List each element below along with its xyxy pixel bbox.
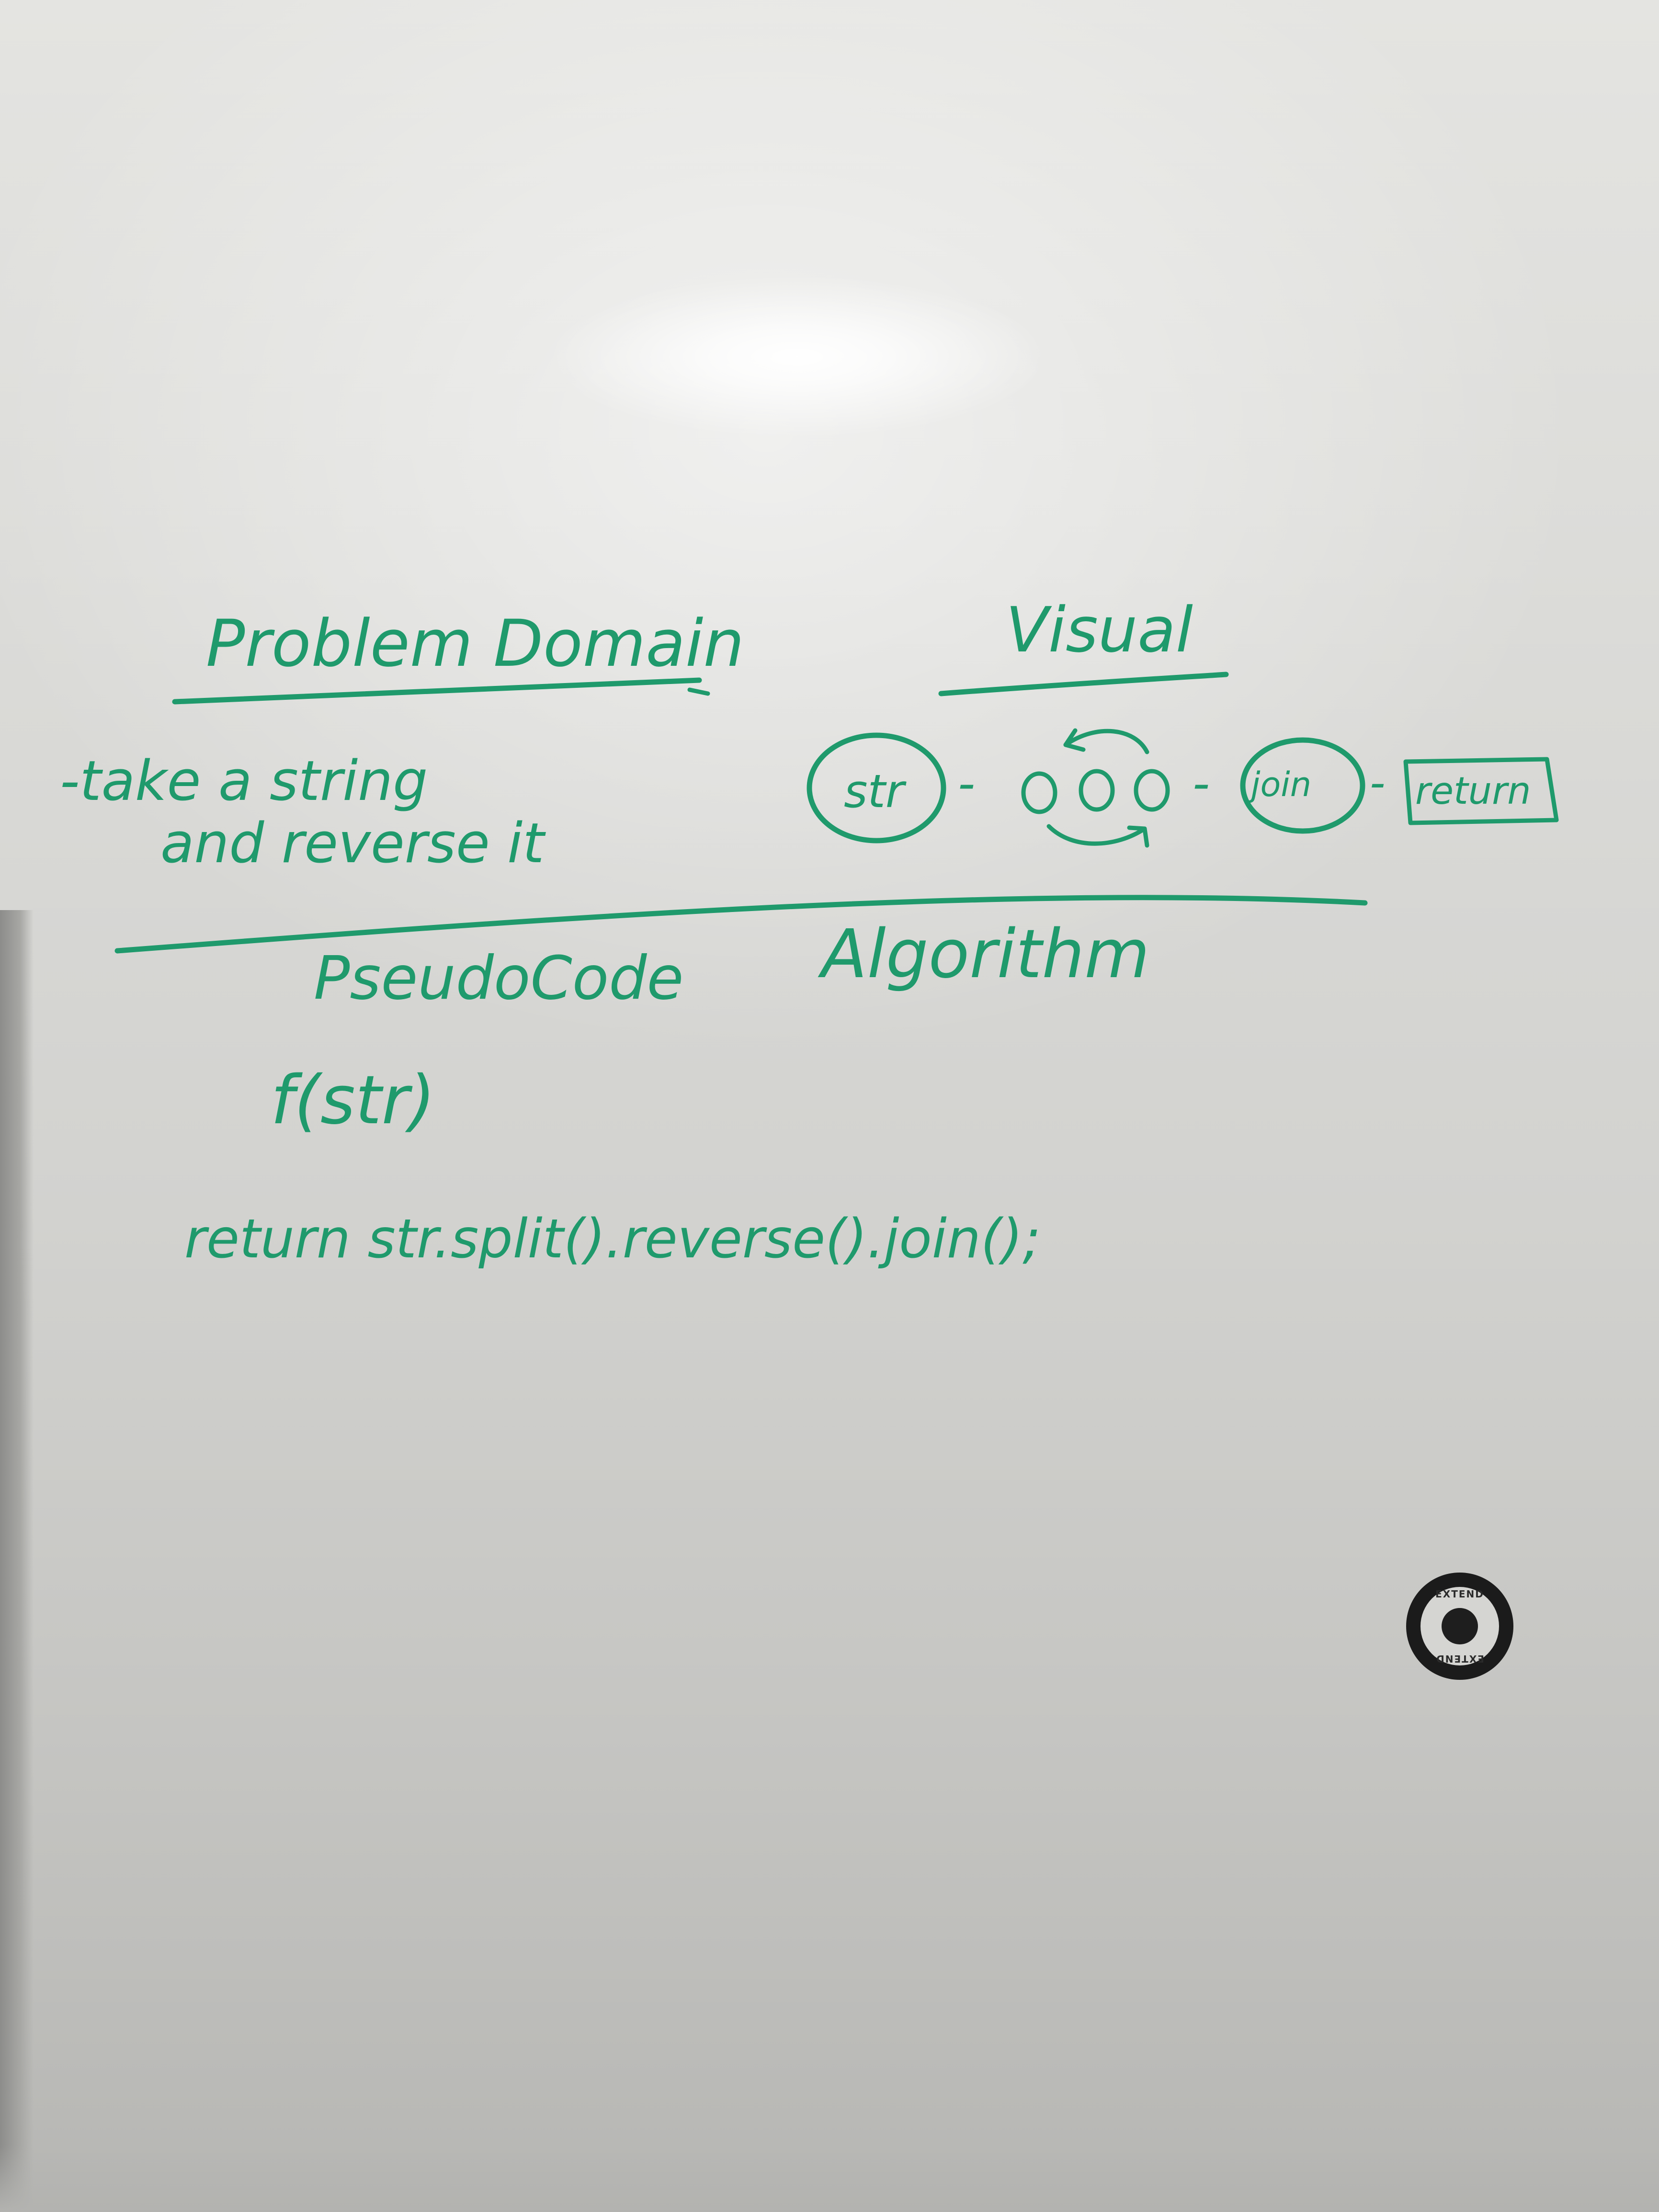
heading-visual: Visual (1006, 593, 1193, 666)
problem-line-2: and reverse it (160, 811, 546, 876)
visual-return-box (1403, 757, 1559, 825)
magnet-icon: EXTEND EXTEND (1406, 1573, 1513, 1680)
whiteboard-frame-bottom (0, 2145, 1659, 2212)
heading-problem-domain: Problem Domain (206, 606, 744, 681)
heading-pseudocode: PseudoCode (314, 944, 683, 1013)
visual-dash-2: - (1193, 755, 1210, 811)
visual-str-circle (807, 732, 946, 844)
whiteboard-frame-edge (0, 910, 34, 2212)
visual-swap-arrowhead-bottom (1127, 825, 1149, 848)
section-divider (114, 895, 1368, 954)
visual-swap-arrow-top (1063, 729, 1149, 754)
underline-problem-domain (172, 677, 702, 705)
visual-swap-arrowhead-top (1063, 728, 1086, 752)
visual-swap-arrow-bottom (1046, 824, 1147, 846)
magnet-label-bottom: EXTEND (1435, 1653, 1484, 1665)
visual-str-label: str (844, 765, 907, 818)
visual-char-1 (1021, 771, 1057, 814)
problem-line-1: -take a string (60, 749, 428, 813)
visual-char-2 (1079, 769, 1115, 812)
ink-dot (687, 687, 710, 696)
visual-dash-3: - (1370, 758, 1385, 808)
underline-visual (938, 672, 1229, 696)
visual-dash-1: - (958, 755, 975, 811)
visual-return-label: return (1415, 770, 1531, 813)
visual-char-3 (1134, 769, 1170, 812)
visual-join-circle (1240, 737, 1365, 834)
pseudocode-signature: f(str) (271, 1061, 435, 1140)
pseudocode-body: return str.split().reverse().join(); (184, 1208, 1041, 1270)
heading-algorithm: Algorithm (818, 915, 1150, 993)
visual-join-label: join (1247, 765, 1311, 804)
magnet-label-top: EXTEND (1435, 1588, 1484, 1600)
